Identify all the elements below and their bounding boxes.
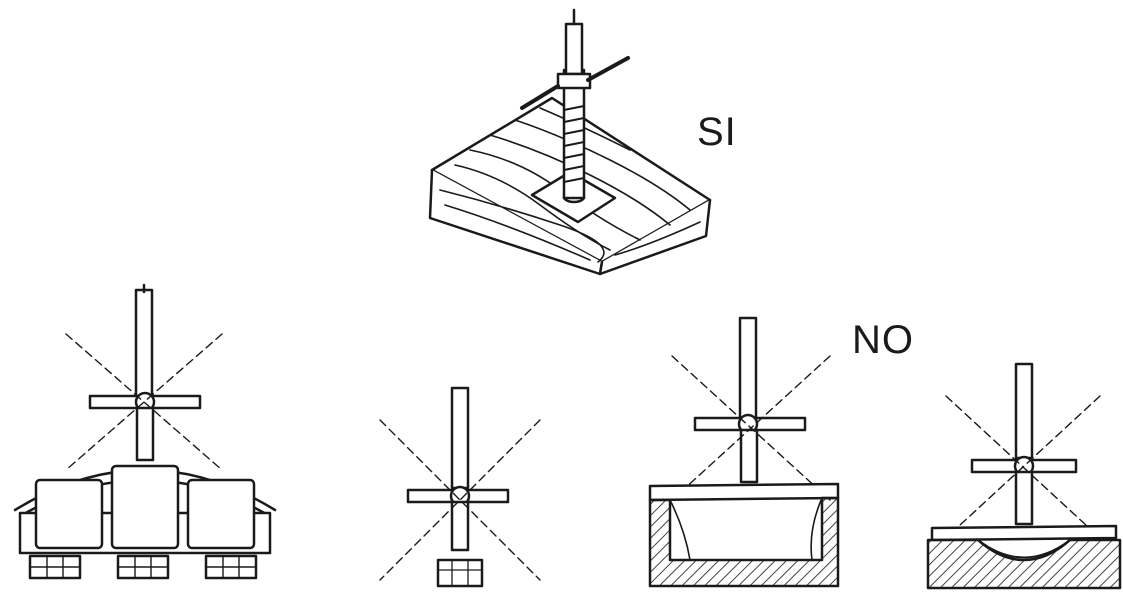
wood-grain — [439, 107, 701, 263]
adjustment-nut — [556, 72, 592, 90]
handle-arm-right — [586, 56, 630, 82]
hollow-bricks-bottom — [28, 554, 258, 580]
prohibition-x — [671, 355, 831, 501]
prohibition-x — [379, 419, 541, 581]
curved-board — [930, 524, 1118, 542]
single-brick — [436, 558, 484, 588]
figure-correct-timber-sole-plate — [428, 8, 712, 276]
figure-stacked-hollow-bricks — [13, 283, 277, 580]
upright-tube — [564, 22, 584, 76]
ground-with-depression — [926, 538, 1122, 590]
plank — [648, 482, 840, 502]
label-correct: SI — [697, 110, 737, 154]
timber-side-face — [598, 198, 712, 276]
figure-curved-board-over-hollow — [926, 362, 1122, 590]
handle-arm-left — [520, 84, 560, 110]
figure-single-brick — [379, 386, 541, 588]
figure-plank-bridging-gap — [648, 316, 840, 588]
ground-with-hole — [648, 496, 840, 588]
prohibition-x — [945, 395, 1101, 539]
prohibition-x — [65, 333, 223, 471]
label-incorrect: NO — [852, 318, 914, 362]
